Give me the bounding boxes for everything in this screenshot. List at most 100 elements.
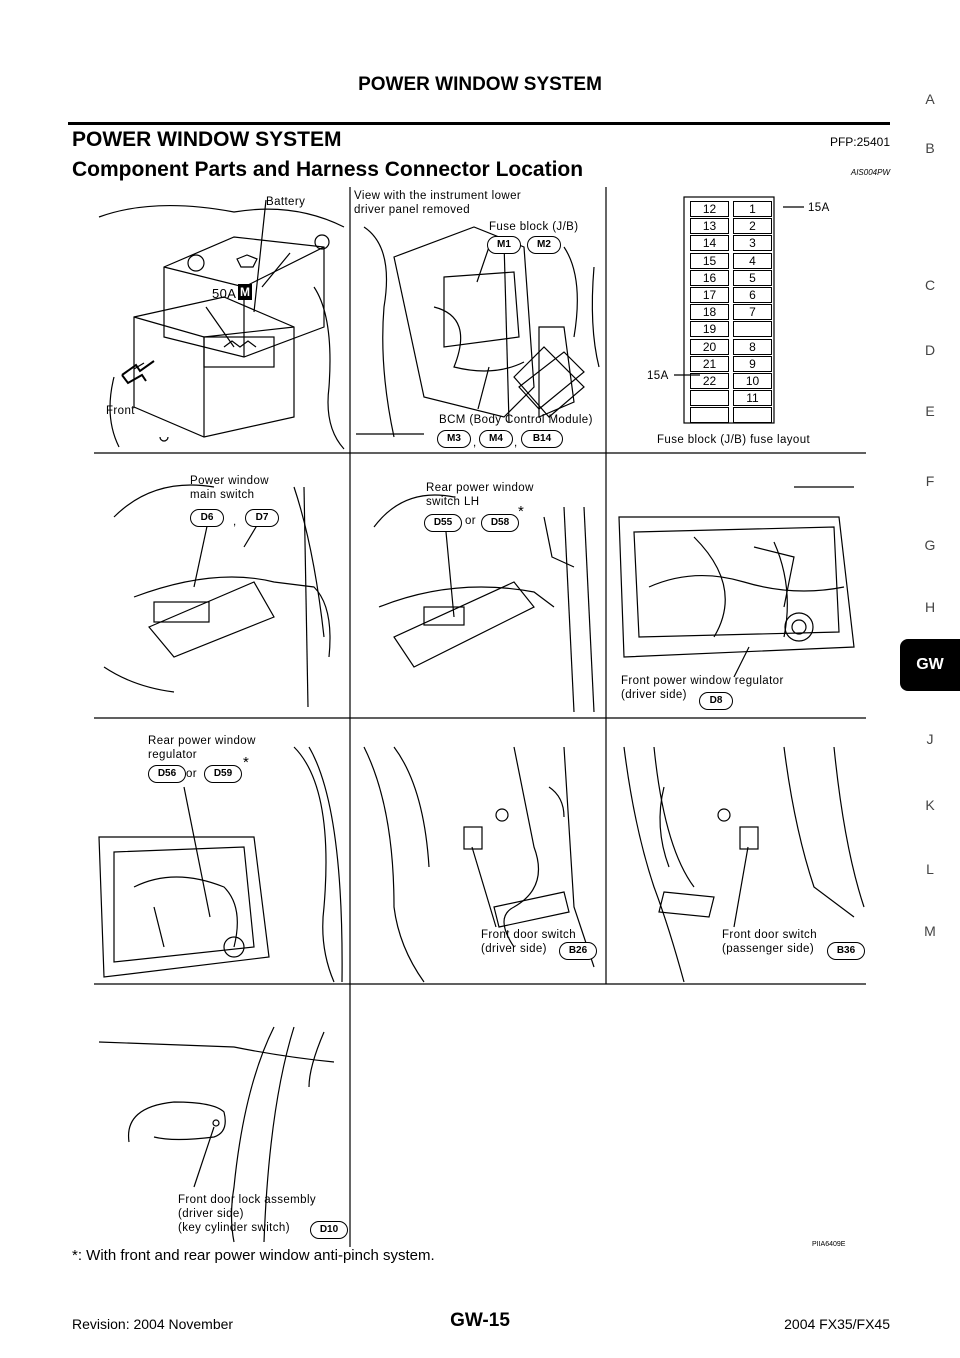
label-door-switch-passenger: Front door switch (passenger side): [722, 929, 817, 955]
connector-b26: B26: [559, 942, 597, 960]
fuse-cell-left: 17: [690, 287, 729, 303]
connector-d58: D58: [481, 514, 519, 532]
label-rear-regulator: Rear power window regulator: [148, 735, 256, 761]
subsection-code: AIS004PW: [850, 168, 890, 177]
fuse-cell-left: [690, 390, 729, 407]
footer-revision: Revision: 2004 November: [72, 1316, 234, 1332]
connector-d56: D56: [148, 765, 186, 783]
connector-d6: D6: [190, 509, 224, 527]
fuse-cell-right: 6: [733, 287, 772, 303]
fuse-cell-right: [733, 321, 772, 338]
rear-regulator-sketch: [98, 746, 343, 983]
fuse-cell-left: 19: [690, 321, 729, 338]
fuse-cell-right: 7: [733, 304, 772, 321]
label-rear-switch-lh: Rear power window switch LH: [426, 482, 534, 508]
connector-d10: D10: [310, 1221, 348, 1239]
tab-c[interactable]: C: [924, 277, 936, 293]
main-switch-sketch: [103, 484, 331, 708]
figure-code: PIIA6409E: [812, 1241, 846, 1248]
label-15a-top: 15A: [808, 202, 830, 214]
comma-1: ,: [473, 437, 477, 449]
connector-d8: D8: [699, 692, 733, 710]
label-or-1: or: [465, 515, 477, 527]
fuse-cell-right: 4: [733, 252, 772, 269]
comma-2: ,: [514, 437, 518, 449]
asterisk-1: *: [518, 503, 525, 520]
tab-g[interactable]: G: [924, 537, 936, 553]
connector-m4: M4: [479, 430, 513, 448]
label-bcm: BCM (Body Control Module): [439, 414, 593, 426]
fuse-cell-right: 9: [733, 355, 772, 372]
door-switch-passenger-sketch: [623, 746, 865, 983]
component-location-figure: Battery 50A M Front View with the instru…: [94, 187, 866, 1247]
fuse-cell-left: 18: [690, 304, 729, 321]
engine-bay-sketch: [98, 199, 345, 450]
label-main-switch: Power window main switch: [190, 475, 269, 501]
label-door-switch-driver: Front door switch (driver side): [481, 929, 576, 955]
connector-m2: M2: [527, 236, 561, 254]
connector-d59: D59: [204, 765, 242, 783]
fuse-block-outline: [683, 196, 775, 424]
label-door-lock: Front door lock assembly (driver side) (…: [178, 1194, 317, 1234]
label-view-note: View with the instrument lower driver pa…: [354, 190, 522, 216]
label-15a-left: 15A: [647, 370, 669, 382]
tab-l[interactable]: L: [926, 861, 934, 877]
fuse-cell-left: 20: [690, 338, 729, 355]
tab-m[interactable]: M: [924, 923, 936, 939]
label-fuse-layout: Fuse block (J/B) fuse layout: [657, 434, 811, 446]
fuse-cell-right: 8: [733, 338, 772, 355]
footer-model: 2004 FX35/FX45: [784, 1316, 890, 1332]
fuse-cell-right: 10: [733, 373, 772, 389]
figure-drawing: [94, 187, 866, 1247]
fuse-cell-left: [690, 407, 729, 424]
tab-d[interactable]: D: [924, 342, 936, 358]
door-switch-driver-sketch: [363, 746, 595, 983]
pedal-grid: [518, 351, 585, 410]
fuse-cell-left: 15: [690, 252, 729, 269]
page-header-title: POWER WINDOW SYSTEM: [358, 74, 602, 95]
fuse-cell-left: 22: [690, 373, 729, 389]
tab-e[interactable]: E: [925, 403, 935, 419]
section-code: PFP:25401: [829, 135, 890, 149]
connector-b14: B14: [521, 430, 563, 448]
connector-d55: D55: [424, 514, 462, 532]
footnote: *: With front and rear power window anti…: [72, 1247, 435, 1264]
footer-page-number: GW-15: [450, 1310, 510, 1331]
subsection-title: Component Parts and Harness Connector Lo…: [72, 158, 584, 181]
connector-d7: D7: [245, 509, 279, 527]
label-battery: Battery: [266, 196, 306, 208]
fuse-cell-left: 16: [690, 269, 729, 286]
fuse-cell-left: 12: [690, 201, 729, 217]
header-rule: [68, 122, 890, 125]
rear-switch-sketch: [373, 494, 595, 713]
asterisk-2: *: [243, 754, 250, 771]
fuse-cell-right: 5: [733, 269, 772, 286]
instrument-panel-sketch: [356, 226, 600, 438]
m-badge: M: [238, 284, 252, 300]
fuse-cell-left: 21: [690, 355, 729, 372]
fuse-cell-right: 1: [733, 201, 772, 217]
tab-j[interactable]: J: [926, 731, 934, 747]
fuse-cell-right: [733, 407, 772, 424]
section-title: POWER WINDOW SYSTEM: [72, 128, 342, 151]
label-fuse-block: Fuse block (J/B): [489, 221, 579, 233]
fuse-cell-right: 2: [733, 218, 772, 235]
tab-f[interactable]: F: [925, 473, 935, 489]
comma-3: ,: [233, 516, 237, 528]
door-lock-sketch: [98, 1026, 335, 1243]
label-front: Front: [106, 405, 135, 417]
tab-h[interactable]: H: [924, 599, 936, 615]
front-regulator-sketch: [618, 486, 855, 678]
connector-m1: M1: [487, 236, 521, 254]
tab-b[interactable]: B: [925, 140, 935, 156]
fuse-cell-right: 11: [733, 390, 772, 407]
fuse-cell-right: 3: [733, 235, 772, 252]
tab-k[interactable]: K: [925, 797, 935, 813]
tab-a[interactable]: A: [925, 91, 935, 107]
connector-m3: M3: [437, 430, 471, 448]
fuse-cell-left: 13: [690, 218, 729, 235]
fuse-cell-left: 14: [690, 235, 729, 252]
label-50a: 50A: [212, 286, 237, 301]
tab-gw[interactable]: GW: [900, 639, 960, 691]
connector-b36: B36: [827, 942, 865, 960]
